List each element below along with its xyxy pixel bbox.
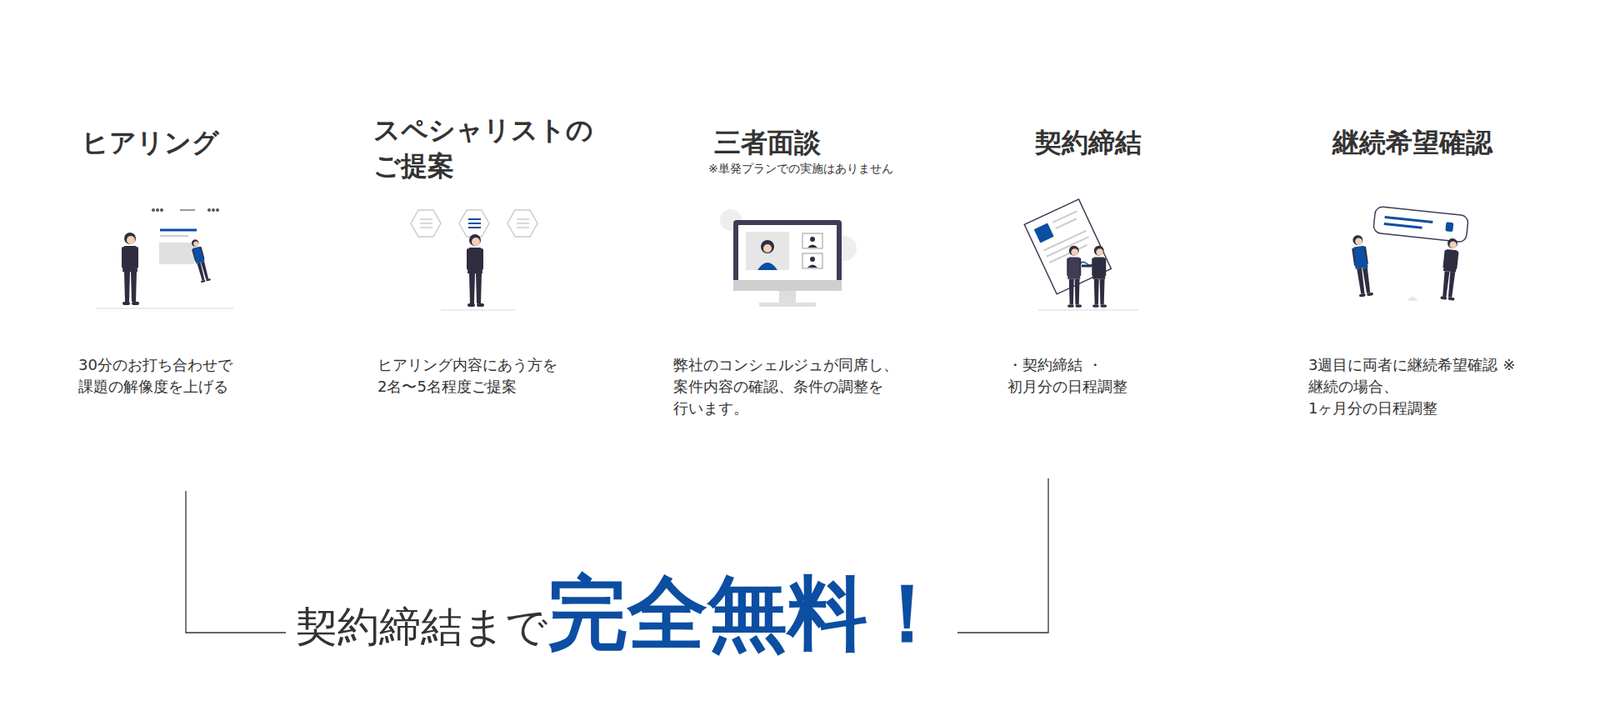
illustration-part xyxy=(468,218,481,220)
illustration-part xyxy=(440,309,516,311)
step-description: 弊社のコンシェルジュが同席し、 案件内容の確認、条件の調整を 行います。 xyxy=(673,354,903,420)
process-chevron: スペシャリストの ご提案ヒアリング内容にあう方を 2名〜5名程度ご提案 xyxy=(355,83,654,454)
illustration-part xyxy=(760,240,775,254)
illustration-part xyxy=(1005,195,1172,320)
step-title: 三者面談 xyxy=(714,125,956,161)
illustration-part xyxy=(1350,234,1374,298)
process-chevron: 継続希望確認 3週目に両者に継続希望確認 ※継続の場合、 1ヶ月分の日程調整 xyxy=(1287,83,1585,454)
illustration-part xyxy=(516,226,530,229)
highlight-label: 完全無料！ xyxy=(547,573,948,654)
illustration-part xyxy=(1034,223,1055,244)
illustration-part xyxy=(810,256,815,262)
illustration-part xyxy=(802,253,823,269)
process-chevron: 契約締結・契約締結 ・初月分の日程調整 xyxy=(976,83,1275,454)
illustration-part xyxy=(807,265,818,269)
meeting-illustration xyxy=(704,196,871,319)
illustration-part xyxy=(211,208,215,212)
illustration-part xyxy=(1385,217,1434,223)
illustration-part xyxy=(189,238,211,284)
hearing-illustration xyxy=(80,196,247,319)
illustration-part xyxy=(516,218,530,220)
illustration-part xyxy=(704,196,871,319)
illustration-part xyxy=(738,225,837,280)
illustration-part xyxy=(1445,221,1454,232)
step-title: スペシャリストの ご提案 xyxy=(373,112,615,185)
free-label-row: 契約締結まで完全無料！ xyxy=(285,573,958,654)
illustration-part xyxy=(80,196,247,319)
continuation-illustration xyxy=(1332,200,1500,315)
illustration-part xyxy=(733,280,842,291)
illustration-part xyxy=(155,208,160,212)
illustration-part xyxy=(160,235,189,237)
illustration-part xyxy=(1373,205,1470,243)
proposal-illustration xyxy=(390,196,558,319)
chevron-outline xyxy=(1287,83,1585,454)
free-label: 契約締結まで xyxy=(295,605,548,648)
illustration-part xyxy=(207,208,211,212)
illustration-part xyxy=(151,208,155,212)
illustration-part xyxy=(468,222,481,225)
illustration-part xyxy=(468,226,481,229)
illustration-part xyxy=(802,233,823,249)
step-title: 契約締結 xyxy=(1035,125,1277,161)
step-description: 30分のお打ち合わせで 課題の解像度を上げる xyxy=(78,354,270,398)
illustration-part xyxy=(779,290,796,303)
step-description: ヒアリング内容にあう方を 2名〜5名程度ご提案 xyxy=(377,354,586,398)
illustration-part xyxy=(810,236,815,242)
illustration-part xyxy=(159,242,195,265)
illustration-part xyxy=(763,244,772,253)
process-chevron: 三者面談※単発プランでの実施はありません弊社のコンシェルジュが同席し、 案件内容… xyxy=(660,83,959,454)
chevron-outline xyxy=(355,83,654,454)
illustration-part xyxy=(459,210,490,237)
illustration-part xyxy=(390,196,558,319)
illustration-part xyxy=(1055,218,1077,229)
illustration-part xyxy=(1038,309,1139,311)
illustration-part xyxy=(160,229,197,232)
illustration-part xyxy=(759,302,816,307)
illustration-part xyxy=(1439,237,1460,300)
illustration-part xyxy=(420,218,433,220)
process-chevron: ヒアリング 30分のお打ち合わせで 課題の解像度を上げる xyxy=(50,83,349,454)
step-description: ・契約締結 ・初月分の日程調整 xyxy=(1007,354,1191,398)
step-title: 継続希望確認 xyxy=(1332,125,1575,161)
illustration-part xyxy=(466,234,485,307)
illustration-part xyxy=(180,209,195,211)
illustration-part xyxy=(507,210,538,237)
illustration-part xyxy=(1091,245,1107,308)
illustration-part xyxy=(1407,296,1418,301)
illustration-part xyxy=(745,231,790,270)
illustration-part xyxy=(1332,200,1500,315)
illustration-part xyxy=(215,208,220,212)
illustration-part xyxy=(1066,245,1082,308)
illustration-part xyxy=(121,232,140,305)
step-description: 3週目に両者に継続希望確認 ※継続の場合、 1ヶ月分の日程調整 xyxy=(1308,354,1525,420)
illustration-part xyxy=(420,222,433,225)
illustration-part xyxy=(96,307,235,310)
illustration-part xyxy=(410,210,441,237)
illustration-part xyxy=(516,222,530,225)
illustration-part xyxy=(1081,265,1092,268)
illustration-part xyxy=(807,245,818,249)
illustration-part xyxy=(160,208,164,212)
contract-illustration xyxy=(1005,195,1172,320)
illustration-part xyxy=(733,220,842,291)
chevron-outline xyxy=(660,83,959,454)
chevron-outline xyxy=(50,83,349,454)
step-title: ヒアリング xyxy=(81,125,324,161)
step-note: ※単発プランでの実施はありません xyxy=(708,160,950,176)
illustration-part xyxy=(757,262,778,270)
illustration-part xyxy=(1384,223,1423,228)
illustration-part xyxy=(420,226,433,229)
illustration-part xyxy=(1373,205,1470,243)
